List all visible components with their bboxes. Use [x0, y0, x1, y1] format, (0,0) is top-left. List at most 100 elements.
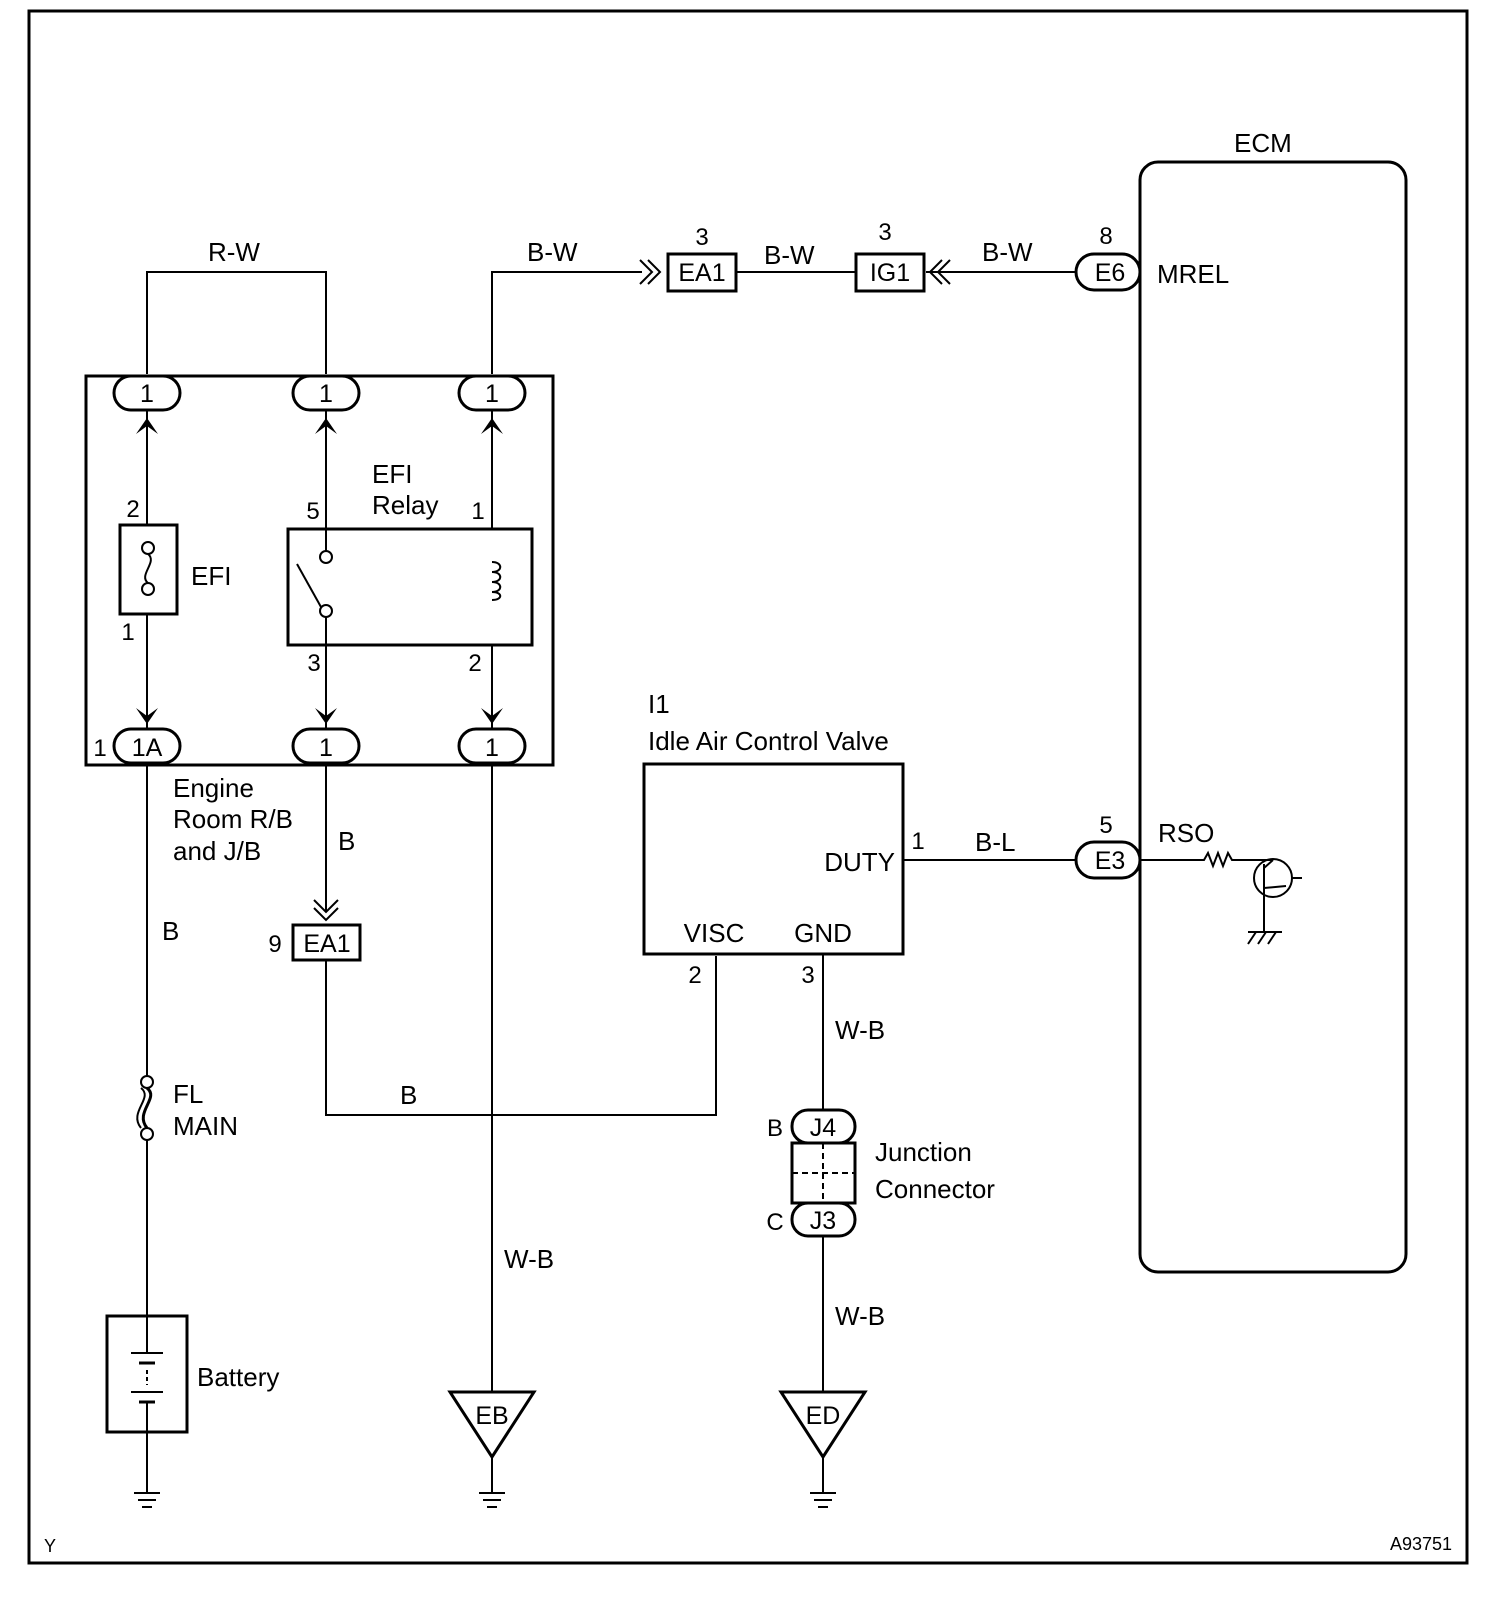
- junction-connector-label-1: Junction: [875, 1137, 972, 1167]
- wire-label-b-mid: B: [338, 826, 355, 856]
- fl-main-element-icon: [141, 1086, 153, 1129]
- idle-air-control-valve: I1 Idle Air Control Valve DUTY VISC GND …: [642, 689, 925, 989]
- connector-e3: E3 5: [1074, 812, 1142, 880]
- wire-label-wb-bottom: W-B: [835, 1301, 885, 1331]
- connector-ig1: IG1 3: [854, 219, 926, 293]
- connector-ea1-top: EA1 3: [666, 224, 738, 293]
- wire-label-bw-3: B-W: [982, 237, 1033, 267]
- wire-label-wb-left: W-B: [504, 1244, 554, 1274]
- fl-main-label-1: FL: [173, 1079, 203, 1109]
- efi-relay-switch-contact-bottom: [319, 604, 333, 618]
- fl-main-fusible-link: FL MAIN: [136, 1075, 238, 1141]
- ground-point-ed-label: ED: [806, 1402, 841, 1430]
- connector-ea1-mid-label: EA1: [303, 930, 350, 958]
- efi-relay-coil-icon: [491, 561, 502, 601]
- rso-transistor-collector: [1263, 859, 1274, 869]
- iacv-pin-duty: 1: [911, 828, 924, 855]
- efi-fuse-terminal-top: [141, 541, 155, 555]
- iacv-pin-gnd: 3: [801, 962, 814, 989]
- rso-transistor: [1253, 858, 1293, 898]
- iacv-name: Idle Air Control Valve: [648, 726, 889, 756]
- wire-label-wb-top: W-B: [835, 1015, 885, 1045]
- wire-label-rw: R-W: [208, 237, 260, 267]
- connector-j3-label: J3: [810, 1207, 836, 1235]
- relay-block-label-2: Room R/B: [173, 804, 293, 834]
- rso-ground-hatch: [1247, 931, 1277, 945]
- connector-e6-label: E6: [1095, 259, 1126, 287]
- ecm-title: ECM: [1234, 128, 1292, 158]
- battery: Battery: [105, 1314, 279, 1434]
- wire-label-bl: B-L: [975, 827, 1015, 857]
- connector-ig1-label: IG1: [870, 259, 910, 287]
- ground-battery: [134, 1492, 160, 1508]
- connector-j3-pin: C: [766, 1209, 783, 1236]
- bottom-connector-1a-label: 1A: [132, 734, 163, 762]
- ground-eb: [479, 1492, 505, 1508]
- terminal-arrow-top-3: [481, 418, 503, 434]
- connector-ea1-top-pin: 3: [695, 224, 708, 251]
- male-terminal-ea1-mid: [313, 899, 339, 922]
- efi-relay-pin-3: 3: [307, 650, 320, 677]
- diagram-frame: [27, 9, 1469, 1565]
- ground-ed: [810, 1492, 836, 1508]
- fl-main-terminal-top: [140, 1075, 154, 1089]
- drawing-number: A93751: [1390, 1534, 1452, 1554]
- efi-fuse-label: EFI: [191, 561, 231, 591]
- efi-relay-box: [286, 527, 534, 647]
- bottom-connector-2-label: 1: [319, 734, 333, 762]
- bottom-connector-3-label: 1: [485, 734, 499, 762]
- iacv-id: I1: [648, 689, 670, 719]
- ground-point-ed: ED: [778, 1390, 868, 1460]
- ecm-terminal-mrel: MREL: [1157, 259, 1229, 289]
- connector-ea1-top-label: EA1: [678, 259, 725, 287]
- ecm-box: [1138, 160, 1408, 1274]
- iacv-pin-visc: 2: [688, 962, 701, 989]
- connector-ea1-mid-pin: 9: [268, 931, 281, 958]
- ground-point-eb: EB: [447, 1390, 537, 1460]
- connector-e6-pin: 8: [1099, 223, 1112, 250]
- terminal-arrow-bottom-1: [136, 708, 158, 724]
- wire-label-b-bottom: B: [400, 1080, 417, 1110]
- male-terminal-ea1: [639, 259, 662, 285]
- ground-point-eb-triangle: [447, 1390, 537, 1460]
- fl-main-label-2: MAIN: [173, 1111, 238, 1141]
- connector-e6: E6 8: [1074, 223, 1142, 292]
- wire-label-b-left: B: [162, 916, 179, 946]
- connector-e3-pin: 5: [1099, 812, 1112, 839]
- efi-relay-pin-5: 5: [306, 498, 319, 525]
- iacv-terminal-gnd: GND: [794, 918, 852, 948]
- wire-label-bw-2: B-W: [764, 240, 815, 270]
- connector-ea1-mid: EA1 9: [268, 923, 362, 962]
- efi-fuse-terminal-bottom: [141, 582, 155, 596]
- wire-rw: [146, 271, 327, 374]
- efi-fuse-pin-bottom: 1: [121, 619, 134, 646]
- junction-connector-label-2: Connector: [875, 1174, 995, 1204]
- fl-main-element-icon-2: [136, 1087, 146, 1129]
- rso-transistor-emitter: [1263, 885, 1287, 889]
- top-connector-1-label: 1: [140, 380, 154, 408]
- relay-block-label-1: Engine: [173, 773, 254, 803]
- bottom-connector-1a-pin: 1: [93, 735, 106, 762]
- connector-j4-label: J4: [810, 1114, 837, 1142]
- connector-j4-pin: B: [767, 1115, 783, 1142]
- efi-relay-label-2: Relay: [372, 490, 438, 520]
- connector-ig1-pin: 3: [878, 219, 891, 246]
- wire-label-bw-1: B-W: [527, 237, 578, 267]
- junction-connector: J4 B J3 C Junction Connector: [766, 1108, 995, 1238]
- terminal-arrow-bottom-3: [481, 708, 503, 724]
- ecm: ECM MREL RSO: [1138, 128, 1408, 1274]
- engine-room-rb-jb: 1 1 1 1A 1 1 1 EFI 2 1: [84, 374, 555, 866]
- terminal-arrow-top-1: [136, 418, 158, 434]
- wire-b-bottom: [325, 956, 717, 1116]
- ecm-terminal-rso: RSO: [1158, 818, 1214, 848]
- efi-relay-switch-icon: [296, 563, 322, 608]
- wire-bw-relay-to-ea1: [491, 271, 642, 374]
- relay-block-label-3: and J/B: [173, 836, 261, 866]
- efi-fuse-element-icon: [144, 553, 152, 584]
- fl-main-terminal-bottom: [140, 1127, 154, 1141]
- battery-label: Battery: [197, 1362, 279, 1392]
- top-connector-2-label: 1: [319, 380, 333, 408]
- top-connector-3-label: 1: [485, 380, 499, 408]
- iacv-terminal-duty: DUTY: [824, 847, 895, 877]
